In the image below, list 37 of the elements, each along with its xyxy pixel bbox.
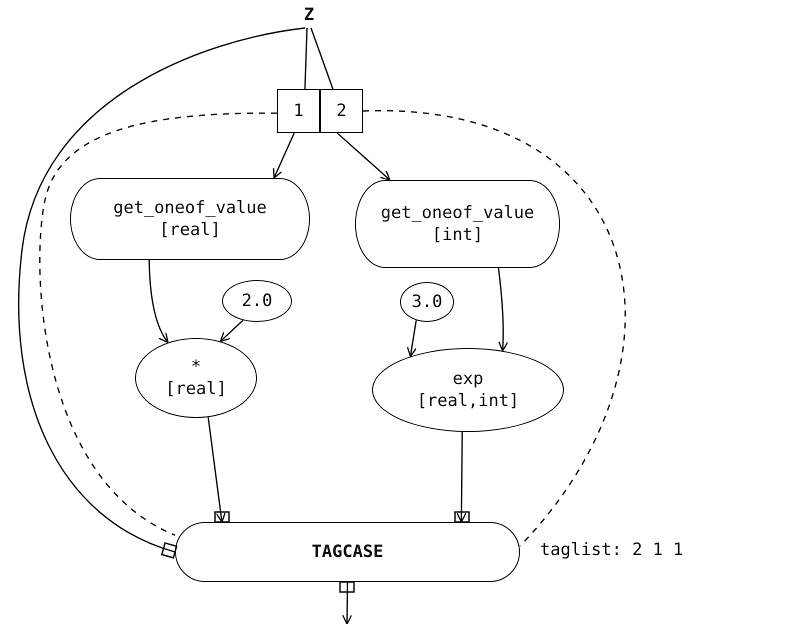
node-text: *	[190, 356, 202, 378]
operation-node	[400, 282, 454, 322]
node-text: Z	[304, 4, 314, 26]
dashed-connector	[39, 112, 277, 536]
arrow	[220, 320, 244, 342]
arrow	[498, 268, 508, 352]
node-text: exp	[452, 368, 484, 390]
arrow	[456, 432, 467, 523]
arrow	[406, 320, 417, 358]
node-text: [int]	[432, 224, 484, 246]
node-text: get_oneof_value	[113, 196, 267, 219]
node-text: 2.0	[242, 290, 272, 312]
dashed-connector	[362, 110, 626, 546]
arrow	[272, 132, 295, 179]
connector-line	[304, 28, 308, 90]
operation-node	[135, 338, 257, 418]
operation-node	[372, 348, 564, 432]
arrow	[148, 260, 169, 344]
node-text: 2	[336, 100, 347, 122]
arrow	[208, 417, 226, 523]
connector-line	[310, 28, 334, 90]
arrow	[336, 132, 391, 181]
function-node	[355, 180, 560, 268]
arrow	[342, 582, 352, 625]
node-text: 1	[293, 100, 304, 122]
note-text: taglist: 2 1 1	[540, 540, 684, 560]
node-text: TAGCASE	[312, 540, 384, 564]
tagcase-node	[175, 522, 520, 582]
function-node	[70, 178, 310, 260]
node-text: 3.0	[412, 290, 442, 314]
node-text: [real]	[165, 378, 227, 400]
tag-cell	[320, 89, 363, 133]
tag-cell	[277, 89, 320, 133]
node-text: [real,int]	[416, 390, 520, 412]
operation-node	[222, 280, 292, 322]
node-text: get_oneof_value	[380, 202, 534, 224]
node-text: [real]	[159, 219, 221, 242]
